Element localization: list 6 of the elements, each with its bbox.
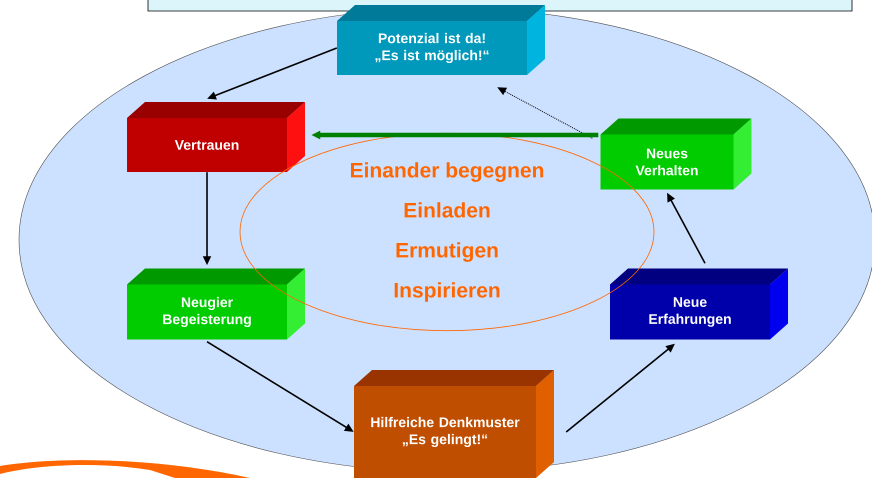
- box3d: Vertrauen: [127, 102, 305, 172]
- box3d: Hilfreiche Denkmuster „Es gelingt!“: [354, 370, 554, 478]
- box3d: Potenzial ist da! „Es ist möglich!“: [337, 5, 545, 75]
- box3d: Neues Verhalten: [600, 118, 752, 190]
- box3d: Neue Erfahrungen: [610, 268, 788, 340]
- box3d: Neugier Begeisterung: [127, 268, 305, 340]
